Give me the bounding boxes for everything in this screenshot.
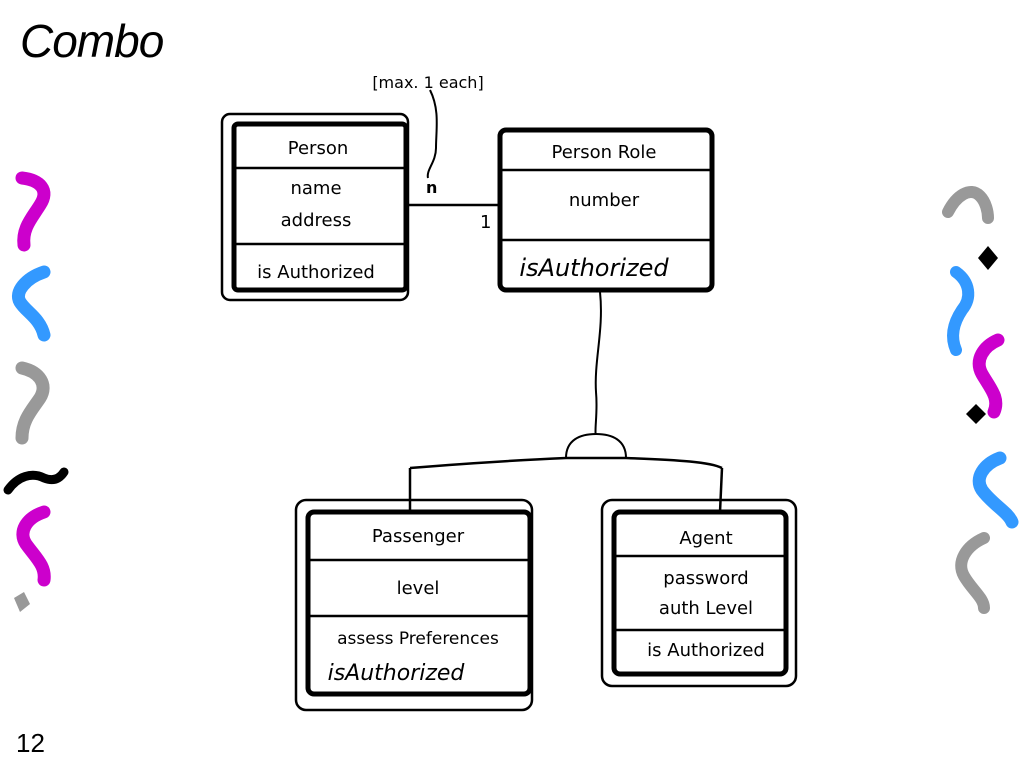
inheritance-hub [564,432,628,459]
generalization-bar [409,456,723,470]
person-attr-address: address [281,210,352,231]
passenger-name: Passenger [372,526,465,547]
right-decoration [942,186,1019,614]
blue-squiggle-2 [947,266,975,356]
person-op-is-authorized: is Authorized [257,262,375,283]
note-leader-line [426,89,438,179]
gray-squiggle-4 [955,532,990,614]
person-name: Person [288,138,349,159]
passenger-op-assess-preferences: assess Preferences [337,629,499,649]
note-label: [max. 1 each] [372,73,483,92]
blue-squiggle-3 [972,451,1019,529]
class-agent: Agent password auth Level is Authorized [600,498,798,688]
magenta-squiggle-1 [15,171,51,252]
multiplicity-n: n [426,178,437,197]
generalization [408,291,724,513]
magenta-squiggle-2 [16,505,51,587]
magenta-squiggle-3 [972,333,1005,419]
gray-squiggle-1 [15,361,50,445]
black-diamond-1 [978,246,998,270]
agent-box [611,509,789,677]
gray-squiggle-2 [14,592,30,612]
black-squiggle-1 [3,467,69,495]
agent-attr-auth-level: auth Level [659,598,753,619]
black-diamond-2 [966,404,986,424]
generalization-stem [594,291,602,439]
agent-op-is-authorized: is Authorized [647,640,765,661]
branch-agent [718,467,724,513]
left-decoration [3,171,69,612]
passenger-box [305,509,533,697]
class-passenger: Passenger level assess Preferences isAut… [294,498,534,712]
agent-name: Agent [679,528,732,549]
blue-squiggle-1 [12,265,51,342]
slide-title: Combo [20,15,164,67]
agent-attr-password: password [663,568,748,589]
class-person: Person name address is Authorized [220,112,410,302]
gray-squiggle-3 [942,186,994,224]
agent-outer-frame [600,498,798,688]
passenger-attr-level: level [397,578,440,599]
multiplicity-1: 1 [480,212,491,233]
person-box [231,121,409,293]
passenger-op-is-authorized: isAuthorized [328,661,466,686]
person-role-op-is-authorized: isAuthorized [519,254,669,282]
person-attr-name: name [290,178,341,199]
class-person-role: Person Role number isAuthorized [497,127,715,293]
person-role-attr-number: number [569,190,640,211]
person-role-name: Person Role [552,142,657,163]
page-number: 12 [16,728,45,758]
